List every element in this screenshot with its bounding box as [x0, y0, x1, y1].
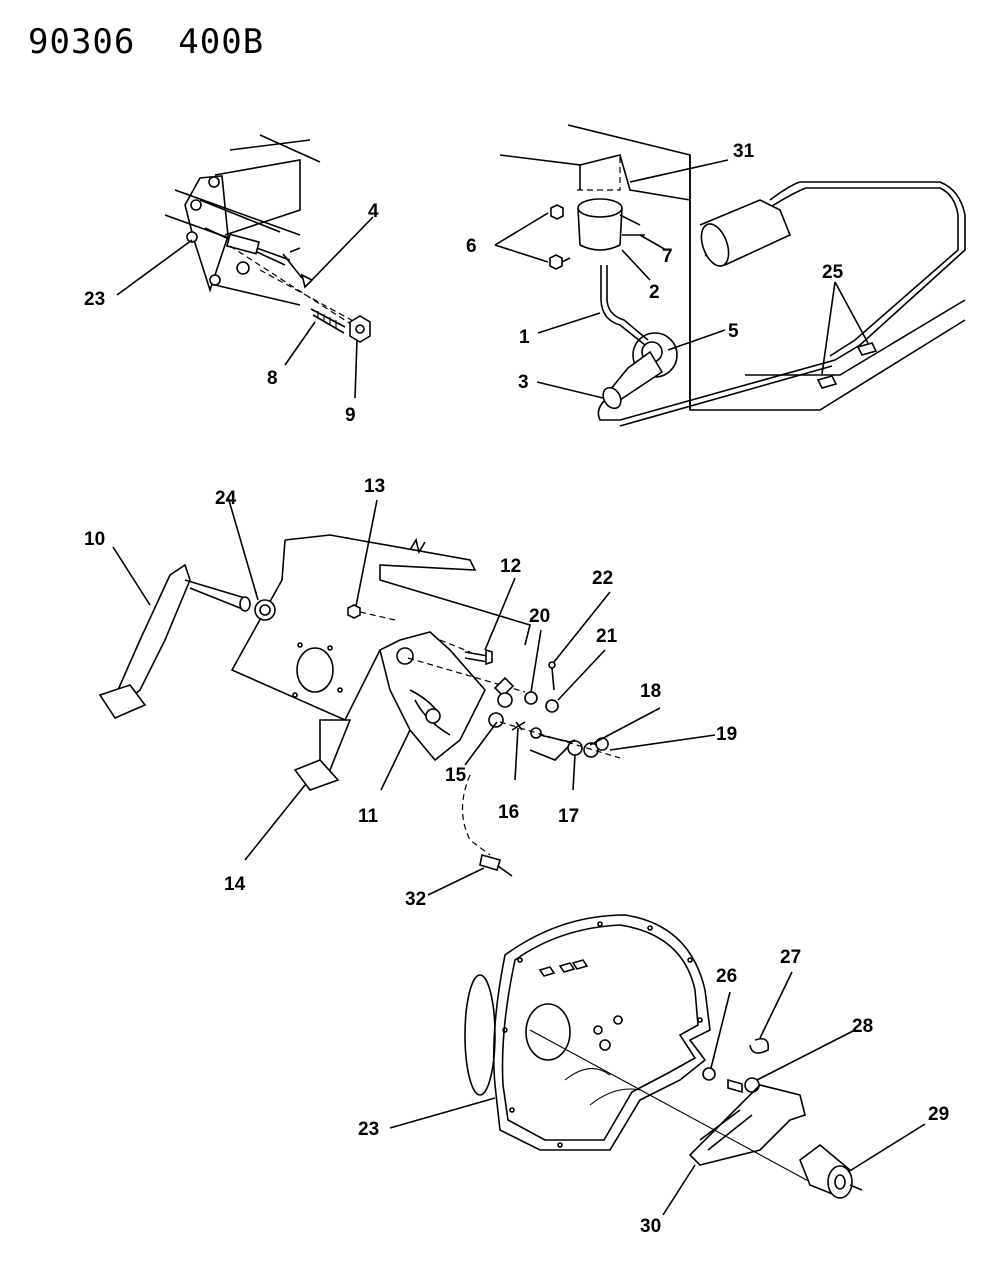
callout-27: 27	[780, 947, 801, 968]
callout-14: 14	[224, 874, 246, 895]
callout-3: 3	[518, 372, 529, 393]
callout-17: 17	[558, 806, 579, 827]
callout-11: 11	[358, 806, 379, 827]
callout-29: 29	[928, 1104, 949, 1125]
callout-5: 5	[728, 321, 739, 342]
callout-6: 6	[466, 236, 477, 257]
callout-1: 1	[519, 327, 530, 348]
pedal-assembly-detail	[98, 534, 621, 877]
callout-13: 13	[364, 476, 385, 497]
callout-31: 31	[733, 141, 755, 162]
callout-25: 25	[822, 262, 844, 283]
callout-30: 30	[640, 1216, 661, 1237]
callout-21: 21	[596, 626, 618, 647]
callout-10: 10	[84, 529, 105, 550]
bellhousing-detail	[464, 914, 863, 1199]
callout-7: 7	[662, 246, 673, 267]
callout-23-top: 23	[84, 289, 105, 310]
callout-4: 4	[368, 201, 379, 222]
leader-lines	[112, 159, 926, 1216]
callout-20: 20	[529, 606, 550, 627]
hydraulic-assembly-detail	[499, 124, 966, 427]
callout-9: 9	[345, 405, 356, 426]
callout-22: 22	[592, 568, 613, 589]
callout-8: 8	[267, 368, 278, 389]
bracket-assembly-detail	[164, 134, 371, 343]
callout-23-bottom: 23	[358, 1119, 379, 1140]
callout-16: 16	[498, 802, 519, 823]
callout-24: 24	[215, 488, 237, 509]
diagram-code: 90306 400B	[28, 22, 265, 62]
callout-12: 12	[500, 556, 521, 577]
callout-18: 18	[640, 681, 661, 702]
callout-28: 28	[852, 1016, 873, 1037]
callout-2: 2	[649, 282, 660, 303]
callout-labels: 31 6 7 2 1 5 3 25 4 23 8 9 24 10 13 12 2…	[84, 141, 949, 1237]
callout-19: 19	[716, 724, 737, 745]
callout-26: 26	[716, 966, 737, 987]
callout-32: 32	[405, 889, 426, 910]
callout-15: 15	[445, 765, 467, 786]
